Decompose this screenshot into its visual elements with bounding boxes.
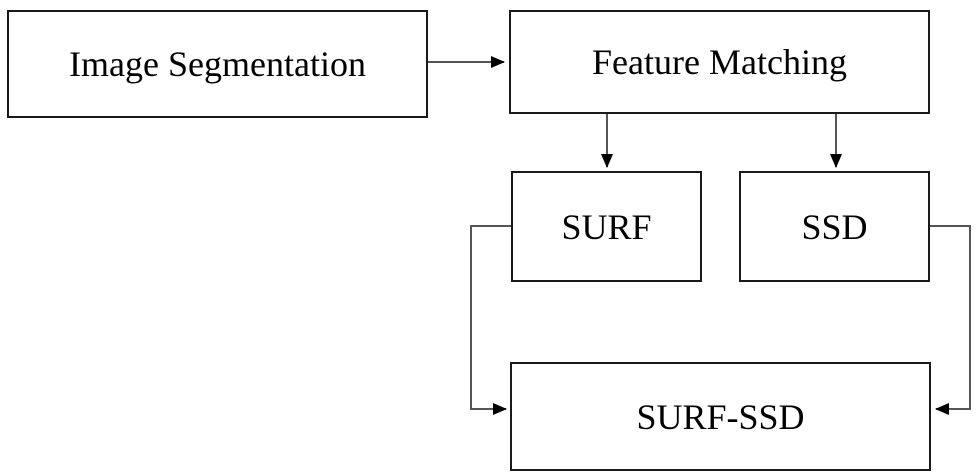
node-surf-ssd-label: SURF-SSD [636,396,805,437]
node-feature-matching[interactable]: Feature Matching [509,10,930,114]
edge-surf-to-surfssd [470,225,512,415]
edge-ssd-to-surfssd [930,225,971,415]
node-surf-ssd[interactable]: SURF-SSD [510,362,931,471]
node-ssd-label: SSD [801,206,868,247]
node-image-segmentation[interactable]: Image Segmentation [7,10,428,118]
node-ssd[interactable]: SSD [739,171,930,282]
node-surf-label: SURF [561,206,652,247]
node-image-segmentation-label: Image Segmentation [69,44,366,84]
node-feature-matching-label: Feature Matching [592,42,847,82]
node-surf[interactable]: SURF [511,171,702,282]
